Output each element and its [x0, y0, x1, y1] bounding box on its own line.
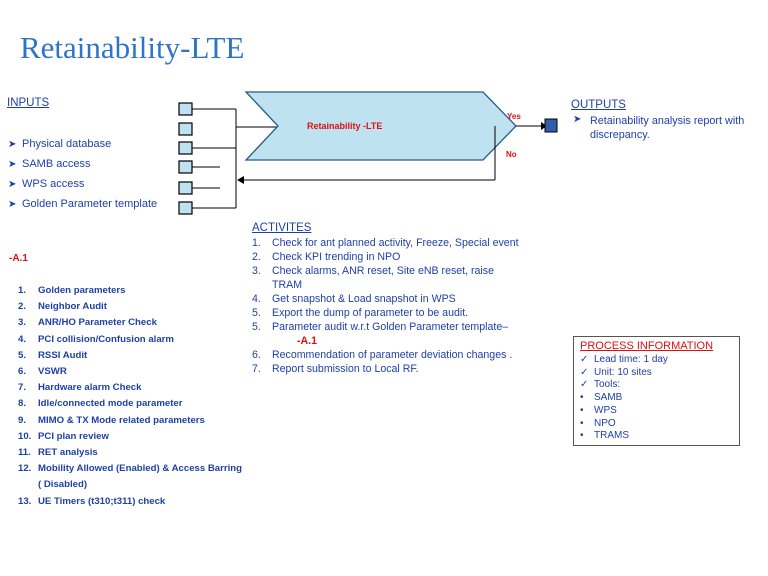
list-item: •SAMB: [580, 392, 623, 404]
list-item-continuation: TRAM: [272, 279, 303, 291]
list-item: 7.Hardware alarm Check: [18, 382, 142, 394]
list-item: 2.Neighbor Audit: [18, 301, 107, 313]
list-item: 7.Report submission to Local RF.: [252, 363, 419, 375]
list-item: ➤Golden Parameter template: [8, 195, 157, 215]
arrow-bullet-icon: ➤: [8, 159, 17, 170]
list-item: 5.Export the dump of parameter to be aud…: [252, 307, 469, 319]
process-information-list: ✓Lead time: 1 day ✓Unit: 10 sites ✓Tools…: [574, 354, 739, 443]
checkmark-icon: ✓: [580, 354, 589, 365]
process-label: Retainability -LTE: [307, 121, 383, 131]
bullet-icon: •: [580, 404, 584, 416]
checkmark-icon: ✓: [580, 379, 589, 391]
inputs-list: ➤Physical database ➤SAMB access ➤WPS acc…: [8, 135, 157, 215]
list-item: 6.VSWR: [18, 366, 67, 378]
activities-list: 1.Check for ant planned activity, Freeze…: [252, 236, 519, 376]
activities-header: ACTIVITES: [252, 222, 312, 234]
outputs-item: ➤ Retainability analysis report with dis…: [573, 114, 745, 141]
process-shape: [244, 91, 517, 161]
list-item: ➤SAMB access: [8, 155, 157, 175]
list-item: ➤Physical database: [8, 135, 157, 155]
input-box-1: [178, 102, 193, 116]
list-item: 5.Parameter audit w.r.t Golden Parameter…: [252, 321, 509, 333]
list-item: 2.Check KPI trending in NPO: [252, 251, 401, 263]
arrow-bullet-icon: ➤: [573, 114, 582, 125]
list-item: ➤WPS access: [8, 175, 157, 195]
checkmark-icon: ✓: [580, 366, 589, 378]
a1-checklist: 1.Golden parameters 2.Neighbor Audit 3.A…: [18, 283, 242, 510]
bullet-icon: •: [580, 392, 584, 404]
list-item: 4.PCI collision/Confusion alarm: [18, 333, 174, 345]
input-box-5: [178, 181, 193, 195]
list-item-continuation: ( Disabled): [38, 479, 88, 491]
list-item-continuation: -A.1: [297, 335, 318, 347]
list-item: 3.ANR/HO Parameter Check: [18, 317, 157, 329]
input-box-6: [178, 201, 193, 215]
list-item: 8.Idle/connected mode parameter: [18, 398, 183, 410]
inputs-header: INPUTS: [7, 97, 50, 109]
list-item: ✓Unit: 10 sites: [580, 366, 652, 378]
process-information-header: PROCESS INFORMATION: [580, 340, 714, 352]
output-box: [544, 118, 558, 133]
list-item: 6.Recommendation of parameter deviation …: [252, 349, 513, 361]
arrow-bullet-icon: ➤: [8, 199, 17, 210]
list-item: •WPS: [580, 404, 617, 416]
list-item: 3.Check alarms, ANR reset, Site eNB rese…: [252, 265, 494, 277]
input-box-3: [178, 141, 193, 155]
list-item: 12.Mobility Allowed (Enabled) & Access B…: [18, 463, 242, 475]
output-arrowhead: [541, 122, 547, 130]
list-item: 5.RSSI Audit: [18, 349, 88, 361]
input-connectors: [178, 102, 278, 215]
page-title: Retainability-LTE: [20, 30, 245, 65]
list-item: 9.MIMO & TX Mode related parameters: [18, 414, 205, 426]
no-label: No: [506, 150, 517, 159]
input-box-2: [178, 122, 193, 136]
process-information-box: PROCESS INFORMATION ✓Lead time: 1 day ✓U…: [573, 336, 740, 446]
list-item: 1.Golden parameters: [18, 285, 126, 296]
arrow-bullet-icon: ➤: [8, 139, 17, 150]
outputs-header: OUTPUTS: [571, 99, 626, 111]
list-item: ✓Lead time: 1 day: [580, 354, 668, 365]
a1-label: -A.1: [9, 253, 28, 264]
arrow-bullet-icon: ➤: [8, 179, 17, 190]
list-item: •NPO: [580, 417, 616, 429]
bullet-icon: •: [580, 417, 584, 429]
list-item: 4.Get snapshot & Load snapshot in WPS: [252, 293, 456, 305]
list-item: 11.RET analysis: [18, 447, 98, 459]
yes-label: Yes: [507, 112, 521, 121]
list-item: 10.PCI plan review: [18, 430, 109, 442]
list-item: •TRAMS: [580, 430, 629, 442]
feedback-arrowhead: [237, 176, 244, 184]
bullet-icon: •: [580, 430, 584, 442]
list-item: 1.Check for ant planned activity, Freeze…: [252, 237, 519, 249]
list-item: ✓Tools:: [580, 379, 621, 391]
input-box-4: [178, 160, 193, 174]
list-item: 13.UE Timers (t310;t311) check: [18, 495, 166, 507]
